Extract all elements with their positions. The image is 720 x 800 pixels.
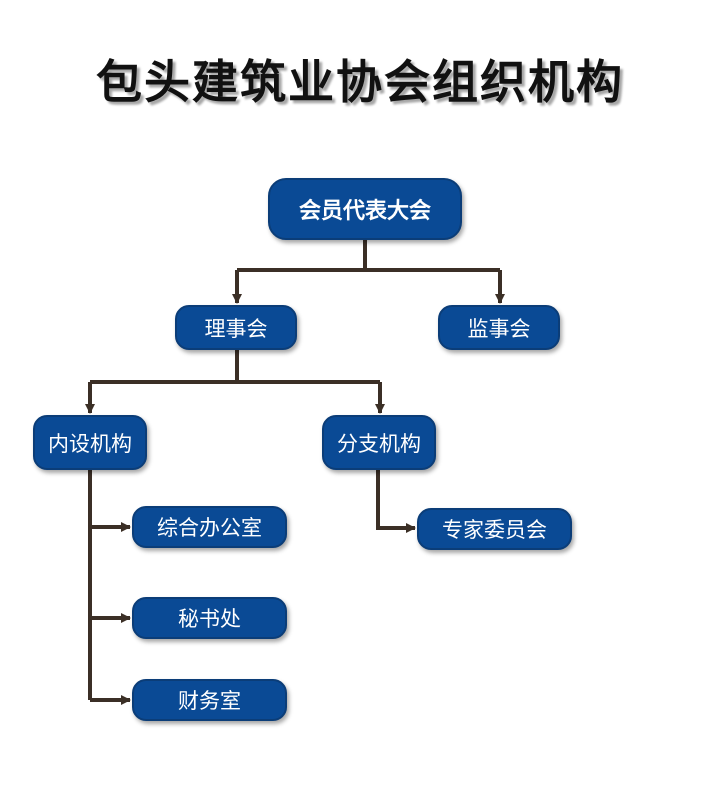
node-finance: 财务室 <box>132 679 287 721</box>
node-supervisors: 监事会 <box>438 305 560 350</box>
node-secretariat: 秘书处 <box>132 597 287 639</box>
node-branch: 分支机构 <box>322 415 436 470</box>
node-internal: 内设机构 <box>33 415 147 470</box>
connector-branch <box>376 470 416 533</box>
diagram-title: 包头建筑业协会组织机构 <box>96 55 624 109</box>
node-general-office: 综合办公室 <box>132 506 287 548</box>
node-experts: 专家委员会 <box>417 508 572 550</box>
node-assembly: 会员代表大会 <box>268 178 462 240</box>
node-council: 理事会 <box>175 305 297 350</box>
